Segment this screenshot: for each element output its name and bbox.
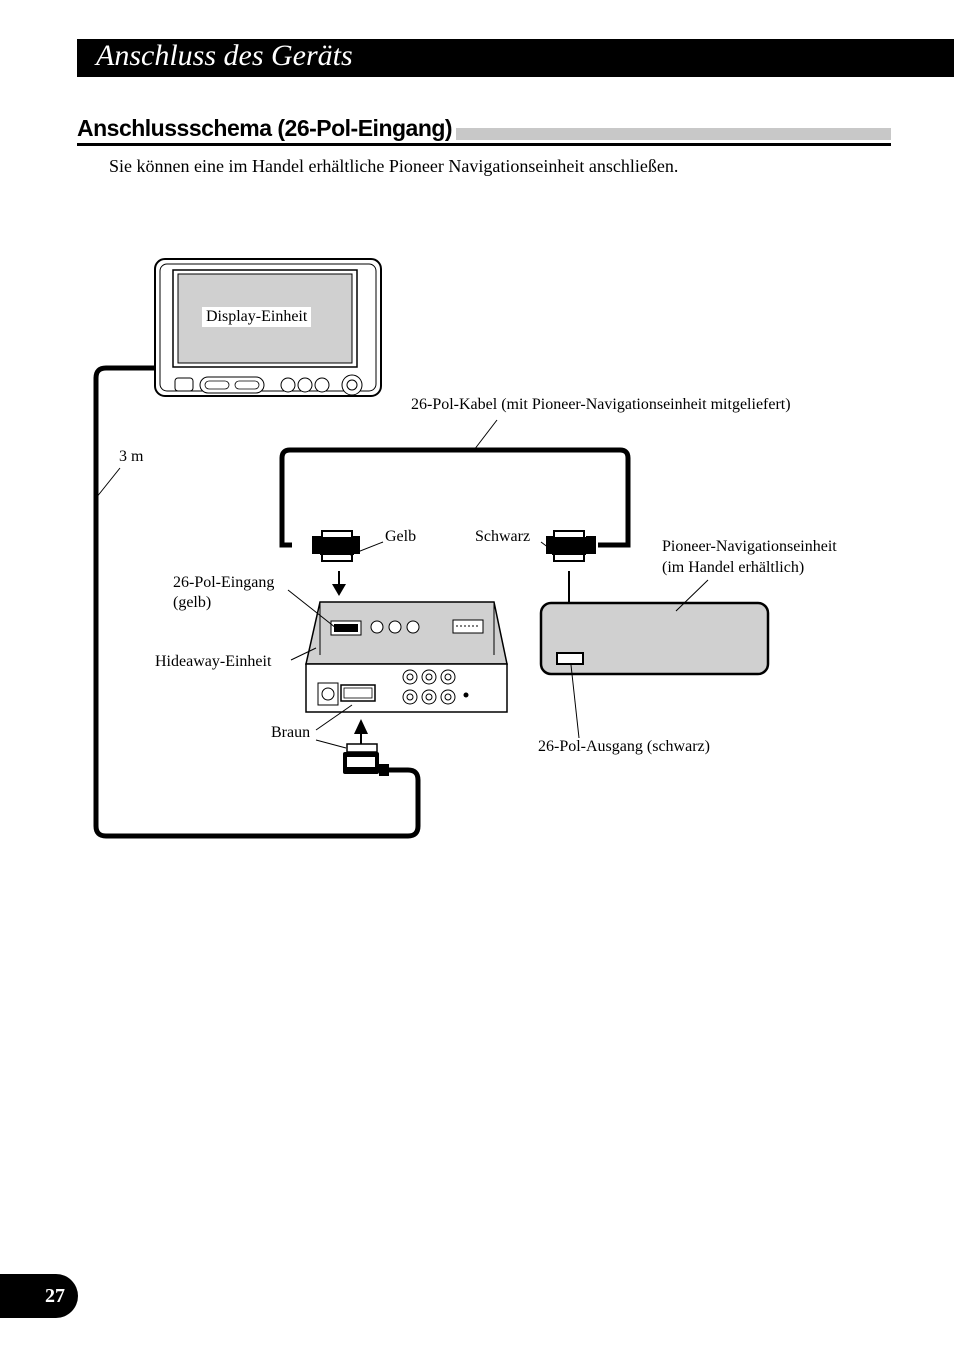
page-number: 27	[45, 1285, 65, 1307]
navigation-unit	[539, 601, 770, 676]
black-label: Schwarz	[475, 528, 531, 545]
cable-26pin	[279, 447, 631, 548]
input-26pin-label-line1: 26-Pol-Eingang	[173, 574, 275, 591]
hideaway-unit-label: Hideaway-Einheit	[155, 653, 272, 670]
input-26pin-label-line2: (gelb)	[173, 594, 212, 611]
chapter-title: Anschluss des Geräts	[96, 39, 353, 72]
yellow-plug	[312, 530, 360, 562]
display-unit-label: Display-Einheit	[202, 307, 312, 327]
chapter-title-bar: Anschluss des Geräts	[77, 39, 954, 77]
intro-text: Sie können eine im Handel erhältliche Pi…	[109, 156, 679, 176]
length-3m-label: 3 m	[119, 448, 144, 465]
section-heading: Anschlussschema (26-Pol-Eingang)	[77, 114, 891, 148]
cable-26pin-label: 26-Pol-Kabel (mit Pioneer-Navigationsein…	[411, 396, 791, 413]
display-unit-illustration	[154, 258, 382, 397]
output-26pin-port	[556, 652, 584, 665]
section-title: Anschlussschema (26-Pol-Eingang)	[77, 114, 457, 142]
brown-plug	[343, 743, 389, 776]
hideaway-unit-illustration	[305, 601, 508, 713]
section-rule-black	[77, 143, 891, 146]
yellow-label: Gelb	[385, 528, 417, 545]
output-26pin-label: 26-Pol-Ausgang (schwarz)	[538, 738, 710, 755]
brown-label: Braun	[271, 724, 311, 741]
nav-unit-label-line1: Pioneer-Navigationseinheit	[662, 538, 837, 555]
nav-unit-label-line2: (im Handel erhältlich)	[662, 559, 805, 576]
black-plug	[546, 530, 596, 562]
display-cable	[93, 365, 421, 839]
page-number-tab: 27	[0, 1274, 78, 1318]
